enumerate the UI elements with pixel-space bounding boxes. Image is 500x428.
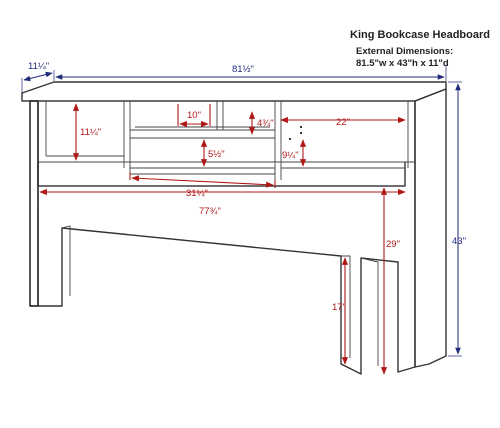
floor-clearance-label: 17" (332, 302, 346, 313)
height-label: 43" (452, 236, 466, 247)
small-cubby-height-label: 4¾" (257, 118, 274, 129)
inner-width-dimension: 77¾" (39, 188, 406, 217)
external-depth-dimension: 11¼" (21, 61, 55, 94)
small-cubby-width-label: 10" (187, 110, 201, 121)
small-cubby-height-dimension: 4¾" (248, 111, 274, 135)
leg-gap-height-dimension: 29" (380, 187, 400, 375)
external-height-dimension: 43" (448, 81, 466, 357)
left-shelf-height-label: 11¼" (80, 127, 101, 138)
floor-clearance-dimension: 17" (332, 257, 349, 365)
right-lower-height-dimension: 9¼" (282, 139, 307, 167)
external-width-dimension: 81½" (55, 64, 447, 81)
external-dimensions-heading: External Dimensions: (356, 46, 453, 57)
small-cubby-width-dimension: 10" (177, 104, 211, 128)
headboard-outline (21, 81, 447, 375)
leg-gap-height-label: 29" (386, 239, 400, 250)
external-dimensions-values: 81.5"w x 43"h x 11"d (356, 58, 449, 69)
depth-label: 11¼" (28, 61, 49, 72)
inner-width-label: 77¾" (199, 206, 221, 217)
right-lower-height-label: 9¼" (282, 150, 299, 161)
right-opening-width-label: 22" (336, 117, 350, 128)
width-label: 81½" (232, 64, 254, 75)
left-shelf-height-dimension: 11¼" (72, 103, 101, 161)
center-shelf-height-dimension: 5½" (200, 139, 225, 167)
diagram-title: King Bookcase Headboard (350, 29, 490, 41)
center-shelf-height-label: 5½" (208, 149, 225, 160)
right-opening-width-dimension: 22" (280, 116, 406, 128)
center-width-label: 31¼" (186, 188, 208, 199)
